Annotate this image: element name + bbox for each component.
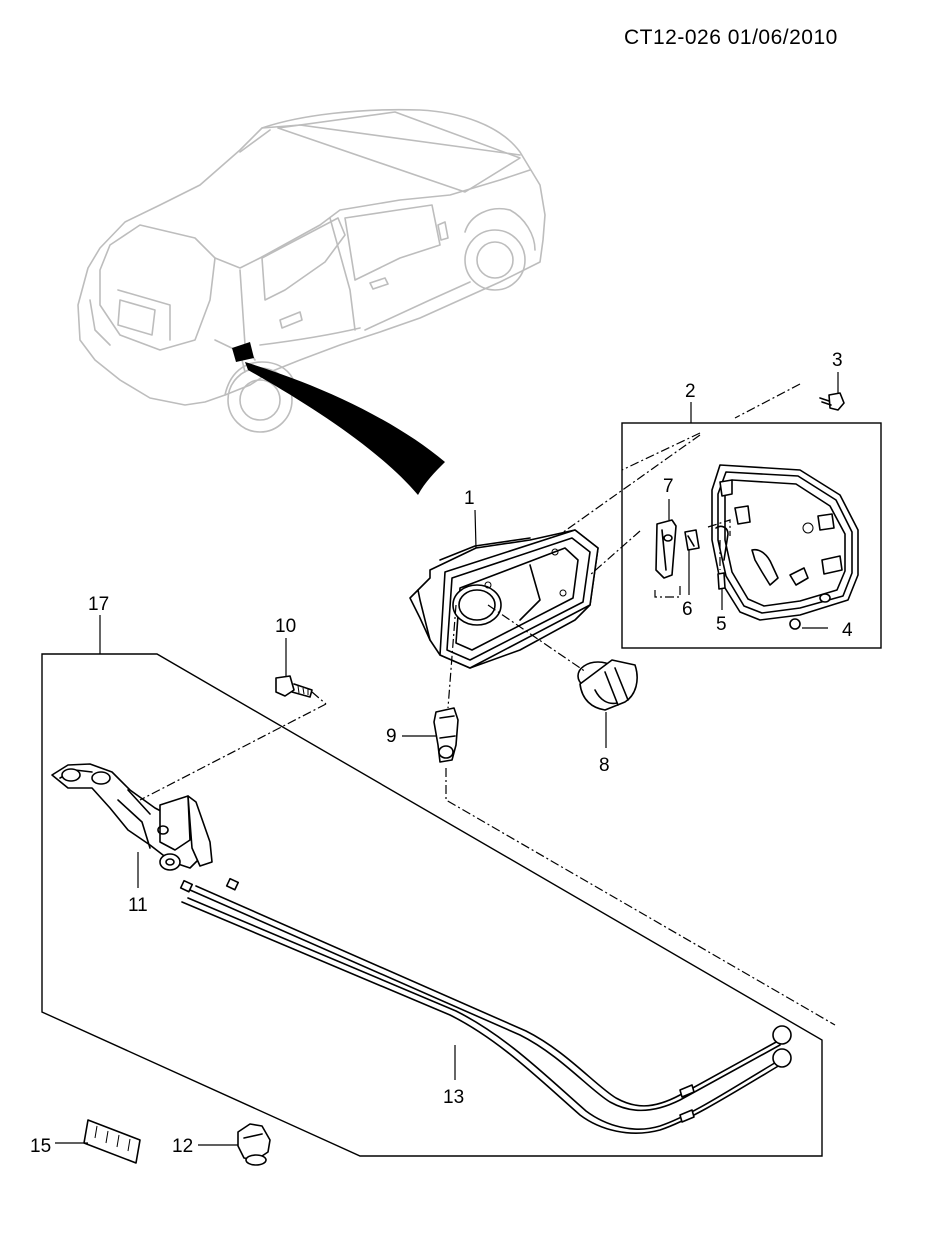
- part-number-7: 7: [663, 476, 674, 497]
- part-number-11: 11: [128, 895, 148, 916]
- release-lever: [51, 763, 213, 871]
- part-number-5: 5: [716, 614, 727, 635]
- release-cables: [179, 877, 792, 1134]
- part-number-4: 4: [842, 620, 853, 641]
- part-number-9: 9: [386, 726, 397, 747]
- diagram-reference: CT12-026 01/06/2010: [624, 26, 838, 49]
- part-number-15: 15: [30, 1136, 51, 1157]
- part-number-8: 8: [599, 755, 610, 776]
- part-number-1: 1: [464, 488, 475, 509]
- part-numbers: 1 2 3 4 5 6 7 8 9 10 11 12 13 15 17: [30, 350, 853, 1157]
- screw-part-10: [275, 675, 313, 698]
- part-number-12: 12: [172, 1136, 193, 1157]
- warning-label: [83, 1119, 141, 1164]
- lock-actuator: [433, 707, 459, 763]
- assembly-guides: [139, 383, 836, 1026]
- assembly-box-17: [41, 653, 823, 1157]
- fuel-filler-housing: [409, 529, 599, 669]
- vehicle-outline: [77, 108, 546, 433]
- part-number-2: 2: [685, 381, 696, 402]
- part-number-17: 17: [88, 594, 109, 615]
- leader-lines: [55, 372, 839, 1146]
- fuel-door-callout: [232, 342, 445, 495]
- part-number-6: 6: [682, 599, 693, 620]
- part-number-3: 3: [832, 350, 843, 371]
- cable-clip: [237, 1123, 271, 1166]
- part-number-13: 13: [443, 1087, 464, 1108]
- fuel-door-detail-box: [621, 422, 882, 649]
- screw-part-3: [819, 392, 845, 411]
- part-number-10: 10: [275, 616, 296, 637]
- fuel-cap: [577, 659, 638, 711]
